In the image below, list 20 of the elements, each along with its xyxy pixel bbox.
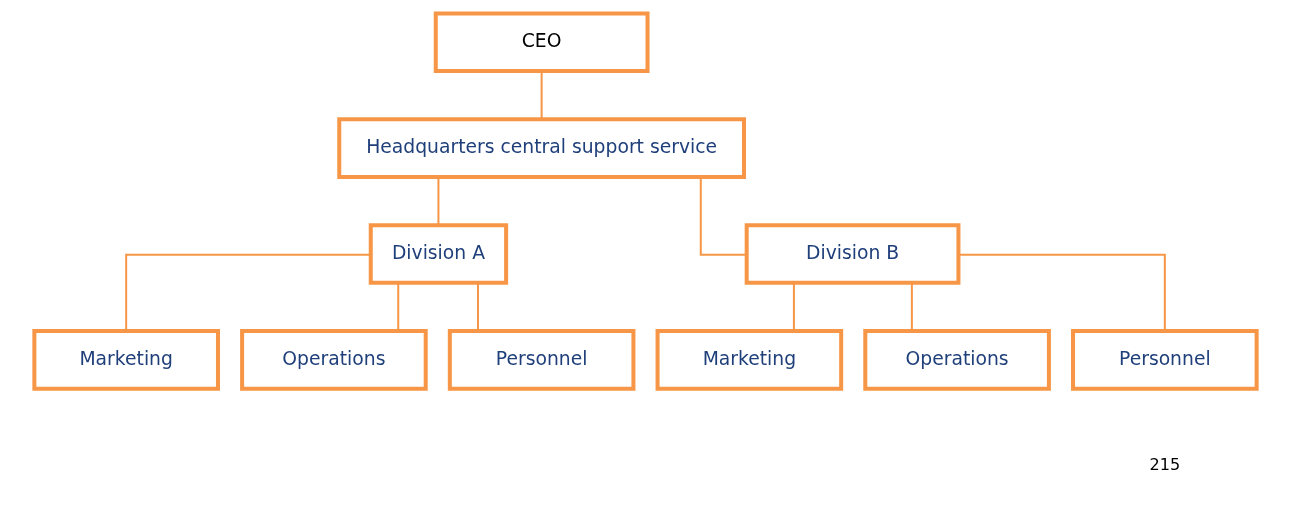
connector — [436, 177, 439, 226]
connector — [699, 177, 746, 256]
node-box: Marketing — [655, 329, 843, 391]
connector — [540, 71, 543, 120]
connector — [124, 253, 371, 331]
connector — [396, 282, 399, 331]
node-box: CEO — [433, 11, 649, 74]
node-box: Operations — [862, 329, 1051, 391]
connector — [910, 282, 913, 331]
node-box: Personnel — [447, 329, 635, 391]
node-box: Division A — [368, 223, 508, 285]
connector — [792, 282, 795, 331]
label: 215 — [1148, 454, 1180, 474]
node-box: Headquarters central support service — [336, 117, 746, 179]
connector — [476, 282, 479, 331]
node-box: Operations — [239, 329, 428, 391]
node-box: Division B — [744, 223, 960, 285]
connector — [958, 253, 1166, 331]
node-box: Personnel — [1070, 329, 1259, 391]
node-box: Marketing — [31, 329, 220, 391]
